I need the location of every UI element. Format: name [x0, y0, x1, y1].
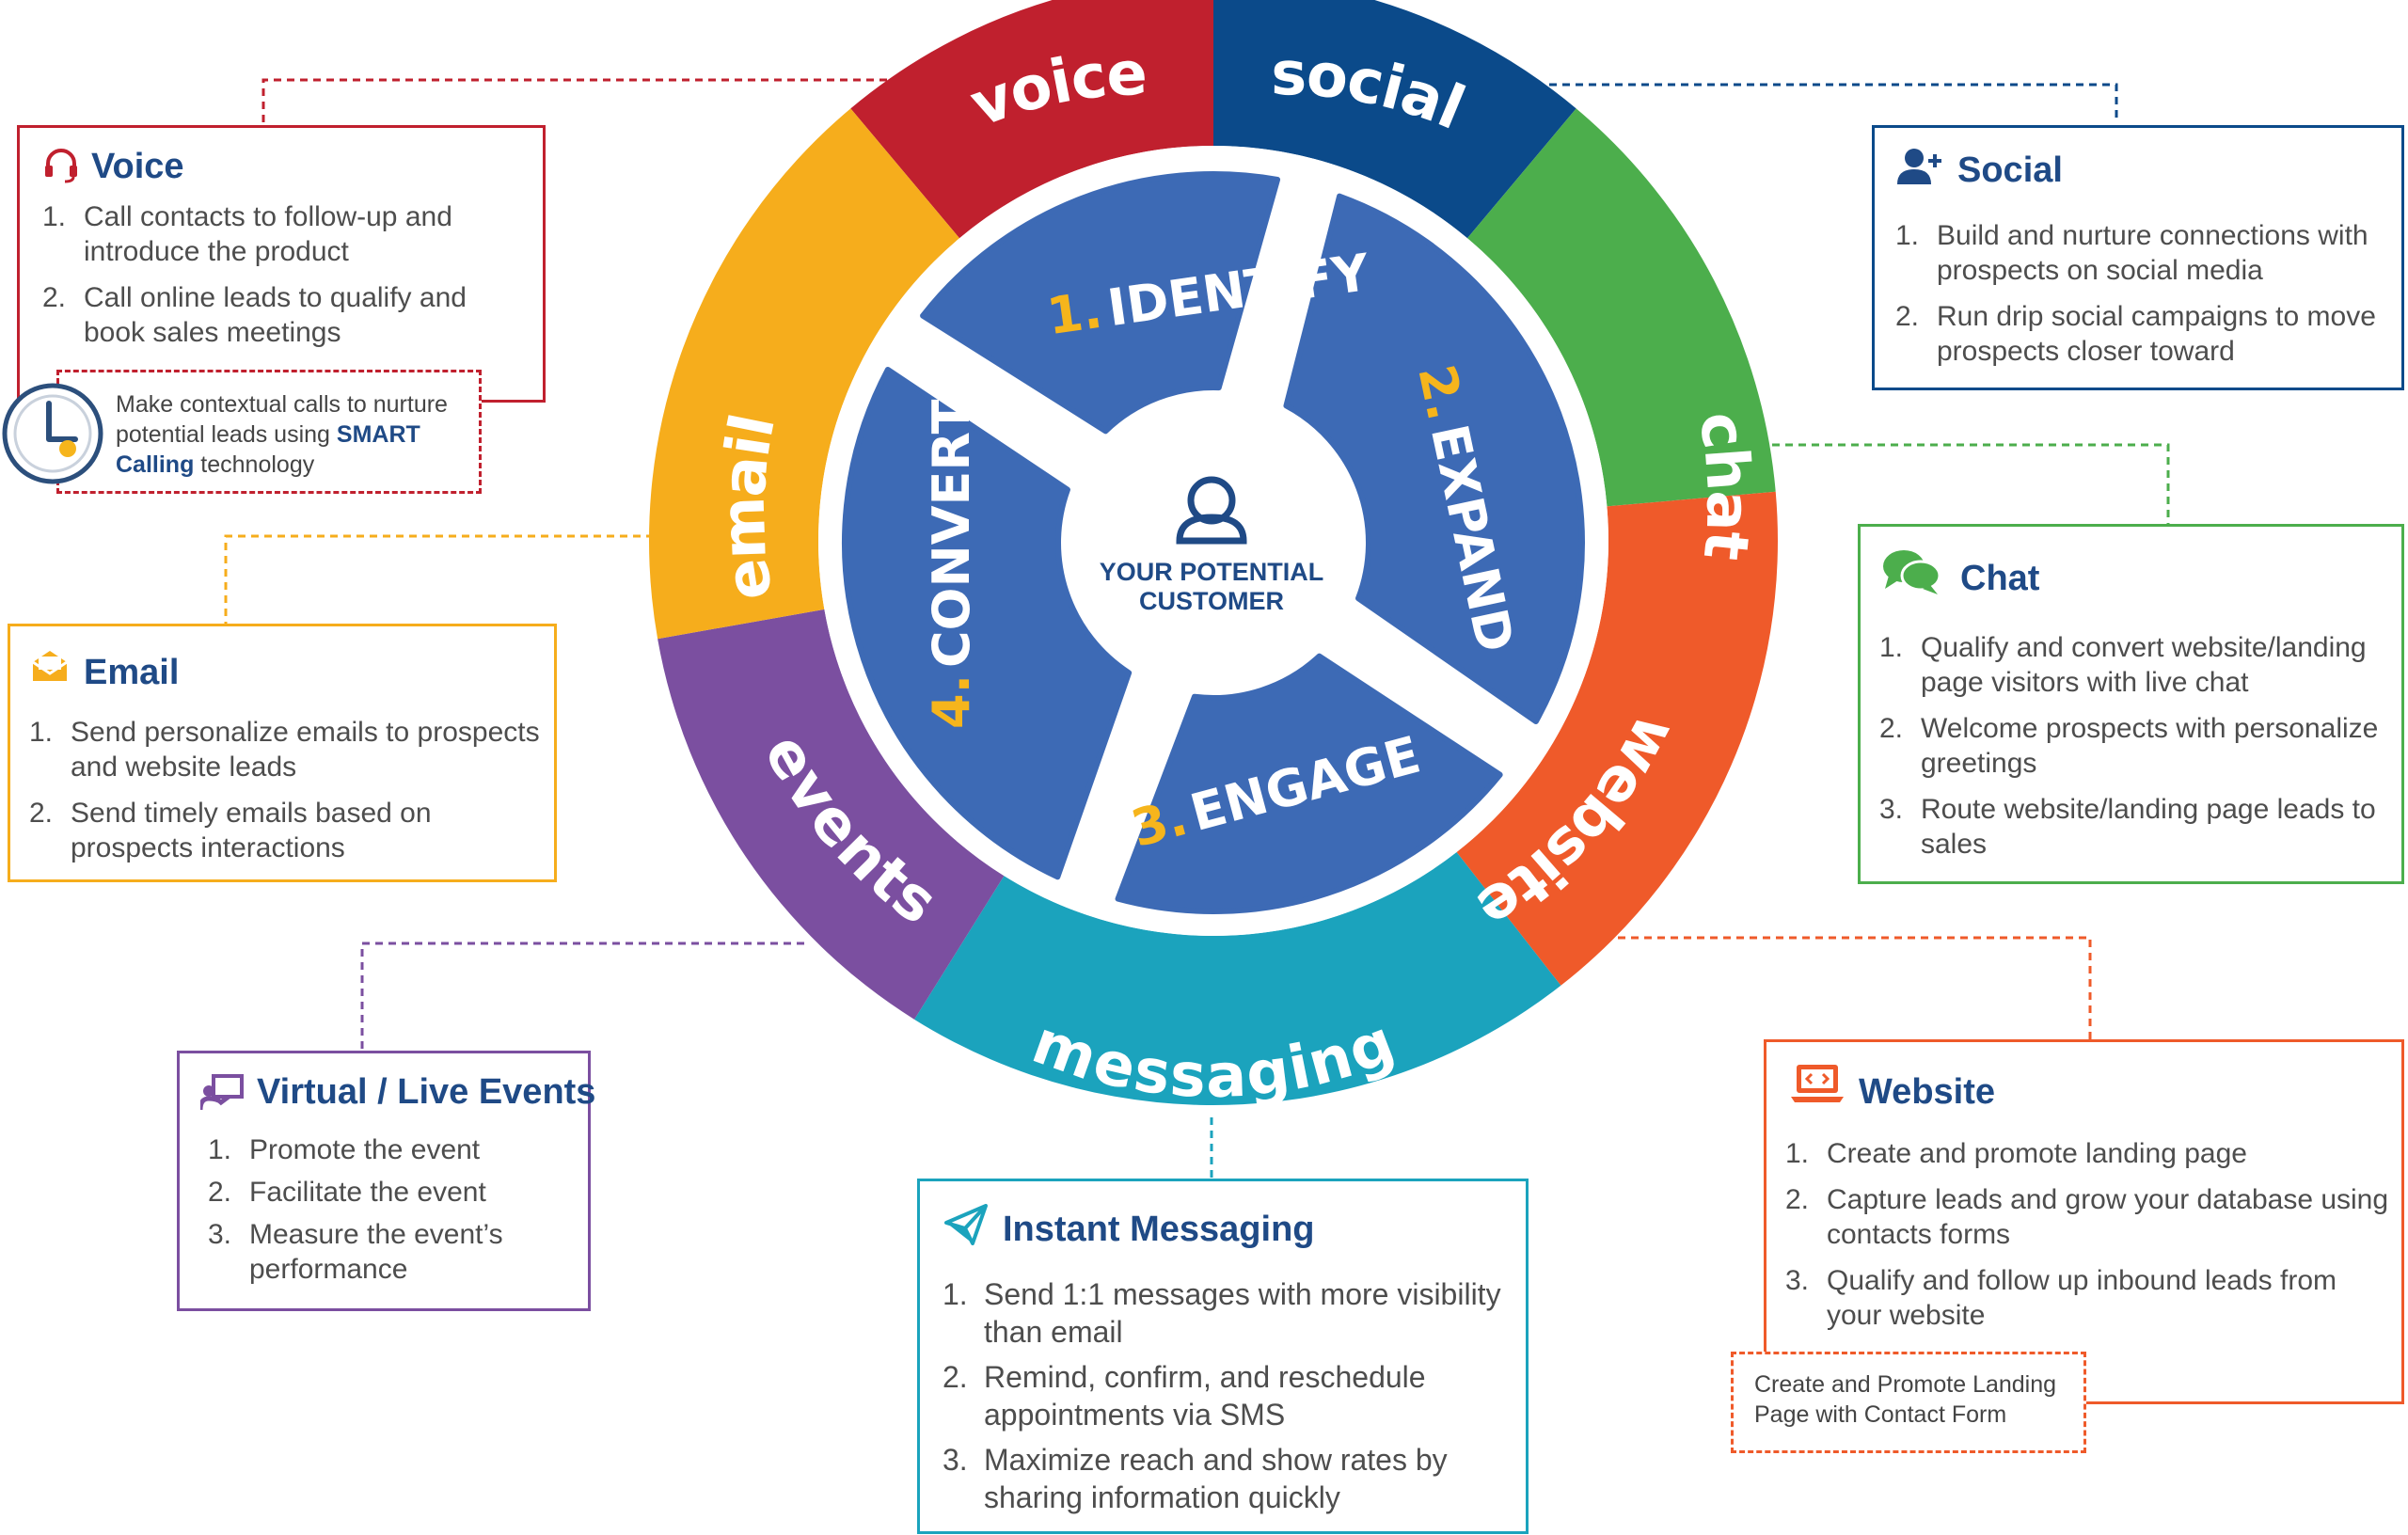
- clock-icon: [2, 383, 103, 484]
- list-item: 3.Route website/landing page leads to sa…: [1879, 794, 2376, 860]
- ring-label-chat: chat: [1685, 407, 1763, 563]
- list-item: 2.Run drip social campaigns to move pros…: [1895, 301, 2376, 367]
- chat-title: Chat: [1960, 559, 2040, 598]
- events-connector: [360, 942, 804, 1051]
- list-item: 2.Remind, confirm, and reschedule appoin…: [943, 1360, 1426, 1432]
- website-title: Website: [1859, 1072, 1996, 1112]
- ring-segment-chat: [1466, 108, 1776, 507]
- smart-calling-label: SMART Calling: [116, 421, 420, 478]
- paper-plane-icon: [944, 1204, 988, 1245]
- stage-number-1: 1.: [1043, 280, 1105, 346]
- add-user-icon: [1897, 149, 1941, 184]
- ring-segment-email: [649, 108, 960, 640]
- list-item: 2.Capture leads and grow your database u…: [1785, 1184, 2389, 1250]
- voice-box: Voice 1.Call contacts to follow-up and i…: [17, 125, 546, 403]
- ring-segment-voice: [850, 0, 1213, 239]
- smart-calling-note: Make contextual calls to nurture potenti…: [56, 370, 482, 494]
- stage-number-4: 4.: [922, 674, 981, 729]
- voice-title: Voice: [91, 147, 184, 186]
- list-item: 1.Qualify and convert website/landing pa…: [1879, 632, 2367, 698]
- envelope-icon: [32, 651, 68, 681]
- ring-label-email: email: [708, 408, 789, 605]
- chat-connector: [1759, 443, 2170, 524]
- stage-name-convert: CONVERT: [922, 399, 981, 668]
- list-item: 2.Welcome prospects with personalize gre…: [1879, 713, 2379, 779]
- ring-segment-social: [1213, 0, 1576, 239]
- list-item: 3.Qualify and follow up inbound leads fr…: [1785, 1265, 2337, 1331]
- social-title: Social: [1957, 150, 2063, 190]
- email-title: Email: [84, 653, 180, 692]
- list-item: 3.Maximize reach and show rates by shari…: [943, 1443, 1448, 1514]
- events-box: Virtual / Live Events 1.Promote the even…: [177, 1051, 595, 1311]
- events-title: Virtual / Live Events: [257, 1072, 596, 1112]
- laptop-code-icon: [1791, 1065, 1844, 1102]
- ring-segment-website: [1456, 491, 1778, 986]
- stage-segment-engage: [1115, 653, 1503, 914]
- list-item: 1.Promote the event: [208, 1134, 481, 1165]
- list-item: 1.Send 1:1 messages with more visibility…: [943, 1277, 1501, 1349]
- social-box: Social 1.Build and nurture connections w…: [1872, 125, 2404, 390]
- stage-label-convert: 4. CONVERT: [922, 399, 981, 729]
- headset-icon: [45, 149, 77, 183]
- voice-list: 1.Call contacts to follow-up and introdu…: [42, 199, 531, 361]
- messaging-title: Instant Messaging: [1003, 1210, 1315, 1249]
- website-box: Website 1.Create and promote landing pag…: [1764, 1039, 2404, 1404]
- voice-connector: [261, 78, 927, 125]
- list-item: 2.Send timely emails based on prospects …: [29, 798, 432, 863]
- center-label-line2: CUSTOMER: [1139, 587, 1284, 615]
- stage-segment-convert: [842, 366, 1133, 880]
- events-list: 1.Promote the event 2.Facilitate the eve…: [208, 1132, 584, 1298]
- website-list: 1.Create and promote landing page 2.Capt…: [1785, 1136, 2392, 1344]
- chat-bubbles-icon: [1883, 550, 1941, 594]
- list-item: 2.Facilitate the event: [208, 1177, 486, 1208]
- list-item: 1.Send personalize emails to prospects a…: [29, 717, 540, 783]
- stage-segment-expand: [1283, 193, 1585, 725]
- stage-segment-identify: [920, 171, 1281, 435]
- ring-segment-messaging: [914, 851, 1561, 1106]
- chat-box: Chat 1.Qualify and convert website/landi…: [1858, 524, 2404, 884]
- list-item: 2.Call online leads to qualify and book …: [42, 282, 467, 348]
- messaging-box: Instant Messaging 1.Send 1:1 messages wi…: [917, 1179, 1529, 1534]
- list-item: 1.Build and nurture connections with pro…: [1895, 220, 2368, 286]
- messaging-list: 1.Send 1:1 messages with more visibility…: [943, 1275, 1516, 1527]
- channel-ring: [649, 0, 1778, 1106]
- email-connector: [224, 534, 654, 624]
- person-icon: [1176, 476, 1247, 545]
- ring-segment-events: [657, 609, 1005, 1020]
- landing-page-note: Create and Promote Landing Page with Con…: [1731, 1352, 2086, 1453]
- stage-number-2: 2.: [1406, 359, 1476, 425]
- social-connector: [1510, 83, 2118, 120]
- email-box: Email 1.Send personalize emails to prosp…: [8, 624, 557, 882]
- list-item: 1.Call contacts to follow-up and introdu…: [42, 201, 452, 267]
- chat-list: 1.Qualify and convert website/landing pa…: [1879, 630, 2392, 873]
- funnel-stages: [842, 171, 1585, 914]
- social-list: 1.Build and nurture connections with pro…: [1895, 218, 2394, 380]
- website-connector: [1618, 936, 2092, 1039]
- center-label-line1: YOUR POTENTIAL: [1100, 558, 1324, 586]
- presenter-icon: [200, 1074, 244, 1111]
- email-list: 1.Send personalize emails to prospects a…: [29, 715, 547, 877]
- list-item: 3.Measure the event’s performance: [208, 1219, 503, 1285]
- list-item: 1.Create and promote landing page: [1785, 1138, 2247, 1169]
